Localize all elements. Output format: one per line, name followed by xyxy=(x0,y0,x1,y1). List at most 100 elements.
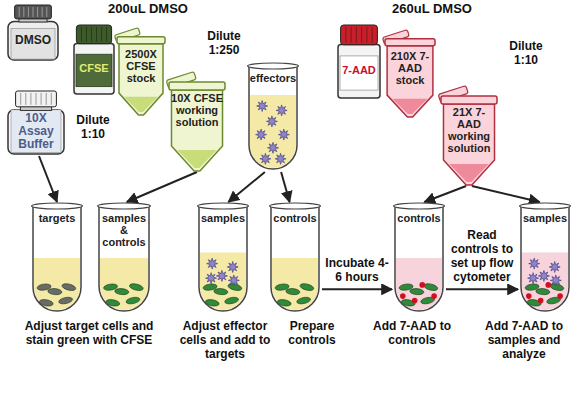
container-label: samples & controls xyxy=(99,212,149,248)
vial-heading: 260uL DMSO xyxy=(392,2,472,16)
tube-rim xyxy=(32,203,83,209)
target-cell xyxy=(224,296,239,305)
dead-cell-stain xyxy=(557,293,563,299)
flow-arrow xyxy=(472,186,540,202)
cap-ridge xyxy=(23,7,24,17)
tube-glass xyxy=(249,66,297,169)
container-label: CFSE xyxy=(75,62,113,74)
container-label: controls xyxy=(271,212,319,224)
cap-ridge xyxy=(356,27,357,43)
dead-cell-stain xyxy=(412,298,418,304)
step-note: Read controls to set up flow cytometer xyxy=(447,229,517,284)
cap-ridge xyxy=(91,27,92,42)
dead-cell-stain xyxy=(538,298,544,304)
tube-rim xyxy=(117,37,165,44)
bottle-cap xyxy=(15,5,52,19)
tube-glass xyxy=(521,206,569,311)
container-label: 10X Assay Buffer xyxy=(9,112,63,152)
dmso-bottle-shape xyxy=(6,4,60,62)
container-label: samples xyxy=(199,212,247,224)
tube-outline xyxy=(33,206,81,311)
cap-ridge xyxy=(96,27,97,42)
cap-ridge xyxy=(106,27,107,42)
target-cell xyxy=(61,283,76,292)
target-cell xyxy=(214,288,228,295)
cap-ridge xyxy=(28,7,29,17)
effector-cell xyxy=(549,262,560,273)
effector-cell xyxy=(276,105,287,116)
cap-ridge xyxy=(372,27,373,43)
tube-rim xyxy=(270,203,321,209)
tube-glass xyxy=(99,206,149,311)
vial-body xyxy=(338,45,380,98)
tube-liquid xyxy=(522,252,568,310)
dilution-note: Dilute 1:10 xyxy=(500,40,552,68)
dead-cell-stain xyxy=(545,282,551,288)
effector-cell xyxy=(550,275,561,286)
container-label: 21X 7-AAD working solution xyxy=(443,106,495,154)
samples-tube: samples xyxy=(518,202,572,314)
7aad-working-tube: 21X 7-AAD working solution xyxy=(440,86,498,186)
cap-ridge xyxy=(46,7,47,17)
controls-tube: controls xyxy=(392,202,446,314)
tube-liquid xyxy=(396,258,442,310)
vial-cap xyxy=(341,25,378,45)
effector-cell xyxy=(529,258,540,269)
flow-arrow xyxy=(322,288,392,290)
bottle-body xyxy=(8,110,64,154)
dead-cell-stain xyxy=(526,293,532,299)
container-label: controls xyxy=(395,212,443,224)
effectors-tube: effectors xyxy=(246,62,300,172)
cap-ridge xyxy=(20,93,21,105)
tube-glass xyxy=(395,206,443,311)
target-cell xyxy=(129,283,144,292)
effector-cell xyxy=(216,270,227,281)
cap-ridge xyxy=(101,27,102,42)
container-label: 7-AAD xyxy=(339,64,379,76)
container-label: 10X CFSE working solution xyxy=(171,92,223,128)
target-cell xyxy=(203,283,218,291)
tube-body xyxy=(443,104,494,185)
bottle-body xyxy=(8,21,58,60)
dead-cell-stain xyxy=(419,282,425,288)
target-cell xyxy=(536,288,550,295)
container-label: 2500X CFSE stock xyxy=(119,48,163,84)
tube-glass xyxy=(271,206,319,311)
cap-ridge xyxy=(366,27,367,43)
cap-ridge xyxy=(46,93,47,105)
container-label: targets xyxy=(33,212,81,224)
cap-ridge xyxy=(86,27,87,42)
tube-rim xyxy=(98,203,151,209)
tube-glass xyxy=(199,206,247,311)
flow-arrow xyxy=(281,172,290,202)
effector-cell xyxy=(268,142,279,153)
cap-ridge xyxy=(81,27,82,42)
7aad-vial-shape xyxy=(336,24,382,100)
tube-body xyxy=(119,44,163,115)
target-cell xyxy=(58,296,73,305)
tube-liquid xyxy=(100,258,148,310)
effector-cell xyxy=(260,153,271,164)
container-label: DMSO xyxy=(9,34,57,47)
tube-body xyxy=(171,90,222,171)
cap-ridge xyxy=(25,93,26,105)
tube-liquid xyxy=(449,164,488,182)
target-cell xyxy=(103,283,118,291)
step-caption: Prepare controls xyxy=(276,320,348,348)
cap-ridge xyxy=(345,27,346,43)
assay-buffer-bottle: 10X Assay Buffer xyxy=(6,90,66,156)
effector-cell xyxy=(257,101,268,112)
tube-liquid xyxy=(392,99,427,114)
container-label: 210X 7-AAD stock xyxy=(387,50,433,86)
tube-body xyxy=(387,46,433,117)
cfse-working-tube: 10X CFSE working solution xyxy=(168,72,226,172)
dead-cell-stain xyxy=(400,293,406,299)
tube-rim xyxy=(198,203,249,209)
tube-rim xyxy=(169,82,225,90)
target-cell xyxy=(399,283,414,291)
target-cell xyxy=(37,283,52,291)
target-cell xyxy=(296,296,311,305)
dead-cell-stain xyxy=(431,293,437,299)
samples-controls-tube: samples & controls xyxy=(96,202,152,314)
